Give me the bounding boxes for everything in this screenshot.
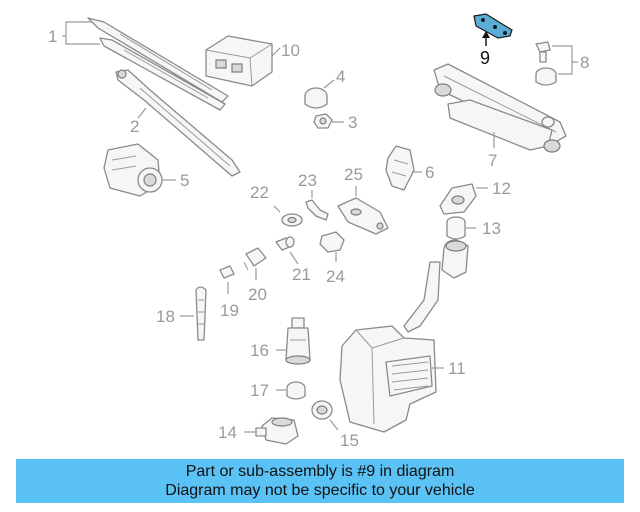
callout-22-group: 22	[250, 183, 281, 213]
callout-9: 9	[480, 48, 490, 68]
part-16-washer-pump[interactable]	[285, 317, 311, 365]
banner-line-2: Diagram may not be specific to your vehi…	[165, 482, 475, 499]
part-14-level-sensor[interactable]	[255, 417, 299, 445]
callout-17: 17	[250, 381, 269, 400]
part-23-clip[interactable]	[305, 199, 329, 221]
part-6-bracket[interactable]	[385, 145, 415, 191]
part-2-wiper-arm[interactable]	[115, 69, 241, 177]
part-5-wiper-motor[interactable]	[103, 143, 163, 197]
part-15-seal[interactable]	[311, 400, 333, 420]
part-4-cap[interactable]	[304, 87, 328, 109]
part-18-hose[interactable]	[195, 286, 207, 341]
part-7-wiper-linkage[interactable]	[433, 63, 567, 153]
callout-21: 21	[292, 265, 311, 284]
banner-line-1: Part or sub-assembly is #9 in diagram	[185, 463, 455, 480]
part-9-bracket-highlighted[interactable]	[473, 13, 513, 39]
callout-3-group: 3	[332, 113, 357, 132]
callout-19-group: 19	[220, 282, 239, 320]
callout-12: 12	[492, 179, 511, 198]
callout-3: 3	[348, 113, 357, 132]
callout-14-group: 14	[218, 423, 256, 442]
callout-18: 18	[156, 307, 175, 326]
callout-1-group: 1	[48, 21, 100, 46]
part-8-clips[interactable]	[535, 41, 557, 86]
part-3-nut[interactable]	[313, 113, 333, 129]
callout-17-group: 17	[250, 381, 286, 400]
callout-2: 2	[130, 117, 139, 136]
part-1-wiper-blade[interactable]	[87, 17, 229, 111]
callout-14: 14	[218, 423, 237, 442]
callout-25-group: 25	[344, 165, 363, 196]
callout-23-group: 23	[298, 171, 317, 198]
callout-8: 8	[580, 53, 589, 72]
callout-16-group: 16	[250, 341, 286, 360]
part-13-filler-cap[interactable]	[446, 216, 466, 240]
callout-24: 24	[326, 267, 345, 286]
callout-11-group: 11	[432, 359, 466, 378]
callout-22: 22	[250, 183, 269, 202]
callout-24-group: 24	[326, 252, 345, 286]
callout-8-group: 8	[552, 45, 589, 75]
callout-5: 5	[180, 171, 189, 190]
info-banner: Part or sub-assembly is #9 in diagram Di…	[16, 459, 624, 503]
callout-4: 4	[336, 67, 345, 86]
part-10-control-module[interactable]	[205, 35, 273, 87]
callout-15: 15	[340, 431, 359, 450]
callout-20-group: 20	[248, 268, 267, 304]
callout-4-group: 4	[323, 67, 345, 89]
part-12-filler-flange[interactable]	[439, 183, 477, 215]
callout-13: 13	[482, 219, 501, 238]
part-17-grommet[interactable]	[286, 381, 306, 400]
part-24-connector[interactable]	[319, 231, 345, 253]
callout-16: 16	[250, 341, 269, 360]
callout-7: 7	[488, 151, 497, 170]
callout-25: 25	[344, 165, 363, 184]
part-22-grommet[interactable]	[281, 213, 303, 227]
callout-15-group: 15	[329, 419, 359, 450]
callout-23: 23	[298, 171, 317, 190]
callout-1: 1	[48, 27, 57, 46]
part-11-washer-reservoir[interactable]	[339, 239, 469, 433]
callout-20: 20	[248, 285, 267, 304]
callout-19: 19	[220, 301, 239, 320]
callout-6: 6	[425, 163, 434, 182]
callout-6-group: 6	[412, 163, 434, 182]
callout-11: 11	[448, 359, 466, 378]
callout-7-group: 7	[488, 132, 497, 170]
callout-21-group: 21	[289, 251, 311, 284]
callout-5-group: 5	[162, 171, 189, 190]
part-19-connector[interactable]	[219, 265, 235, 279]
callout-9-group: 9	[480, 31, 490, 68]
callout-12-group: 12	[476, 179, 511, 198]
callout-13-group: 13	[466, 219, 501, 238]
callout-18-group: 18	[156, 307, 194, 326]
callout-10: 10	[281, 41, 300, 60]
part-21-valve[interactable]	[275, 236, 295, 251]
callout-2-group: 2	[130, 107, 147, 136]
part-25-nozzle-housing[interactable]	[337, 197, 389, 235]
part-20-connector[interactable]	[243, 247, 267, 271]
callout-10-group: 10	[271, 41, 300, 60]
